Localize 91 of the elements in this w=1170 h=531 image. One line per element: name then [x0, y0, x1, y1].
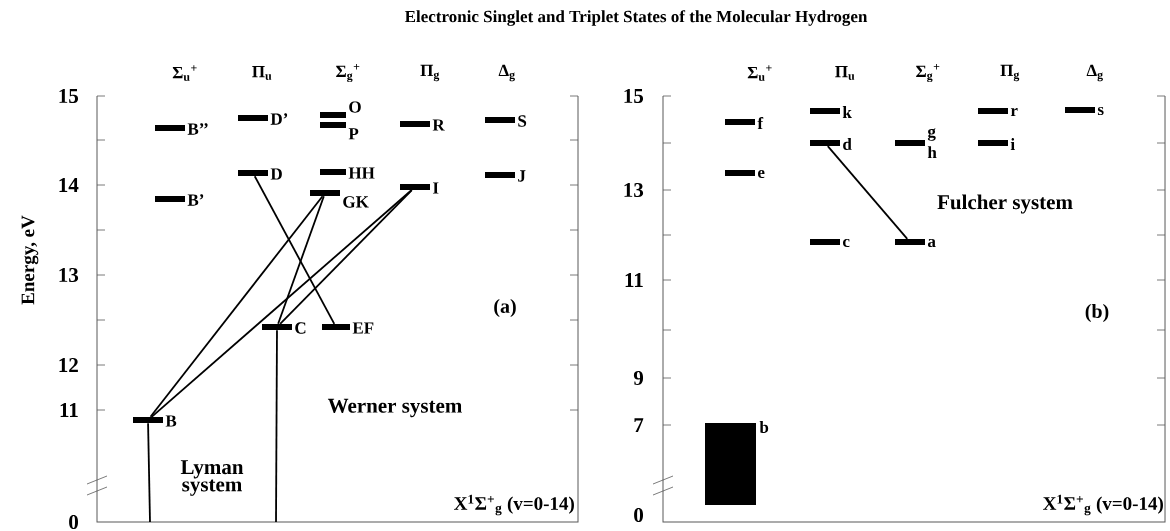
tick-label: 11	[60, 403, 78, 417]
tick-label: 0	[69, 514, 78, 530]
symmetry-label: Δ$_{g}$	[498, 64, 515, 82]
tick-label: 7	[634, 418, 644, 432]
symmetry-label: Σ$_{g}$+	[336, 63, 360, 83]
energy-level: s	[1065, 106, 1104, 116]
panel-label: (b)	[1085, 303, 1109, 323]
symmetry-label: Π$_{u}$	[835, 66, 855, 80]
system-label: Werner system	[327, 398, 462, 418]
node-label: C	[295, 322, 306, 334]
node-label: D	[270, 168, 282, 180]
energy-level: EF	[322, 322, 374, 334]
energy-level: P	[320, 122, 359, 140]
tick-label: 11	[625, 273, 643, 287]
energy-level: O	[320, 101, 361, 118]
energy-level: r	[978, 108, 1018, 117]
energy-level: e	[725, 169, 765, 179]
node-label: g	[927, 128, 936, 141]
tick-label: 9	[633, 370, 644, 386]
state-label: X$^{1}$Σ$^{+}$$_{g}$ (v=0-14)	[1043, 494, 1163, 516]
tick-label: 13	[59, 267, 79, 283]
node-label: f	[757, 117, 764, 129]
energy-level: D	[238, 168, 282, 180]
node-label: a	[927, 238, 936, 248]
panel-label: (a)	[494, 298, 516, 318]
node-label: B	[165, 415, 177, 427]
node-label: r	[1010, 107, 1018, 117]
energy-level: c	[810, 238, 850, 248]
node-label: B’’	[187, 123, 208, 135]
transition-line	[275, 329, 278, 523]
energy-level: a	[895, 238, 936, 248]
energy-level: d	[810, 138, 852, 150]
node-label: h	[927, 146, 937, 158]
system-label: Fulcher system	[937, 194, 1073, 214]
node-label: D’	[270, 113, 288, 125]
symmetry-label: Δ$_{g}$	[1086, 64, 1103, 82]
tick-label: 0	[634, 507, 643, 523]
node-label: i	[1010, 138, 1015, 150]
node-label: J	[518, 170, 526, 182]
transition-line	[826, 145, 909, 240]
energy-level: g h	[895, 128, 937, 158]
symmetry-label: Π$_{g}$	[420, 64, 440, 82]
node-label: B’	[187, 194, 204, 206]
tick-label: 12	[59, 358, 78, 372]
node-label: P	[348, 128, 359, 140]
energy-level: R	[400, 119, 445, 131]
tick-label: 15	[59, 88, 79, 104]
symmetry-label: Σ$_{u}$+	[172, 65, 197, 81]
node-label: e	[757, 169, 765, 179]
energy-level: GK	[310, 190, 369, 208]
transition-line	[279, 189, 413, 325]
energy-level: HH	[320, 167, 375, 179]
energy-level: I	[400, 182, 439, 194]
node-label: k	[842, 106, 852, 118]
energy-level: k	[810, 106, 852, 118]
energy-level: C	[262, 322, 306, 334]
symmetry-label: Σ$_{g}$+	[916, 63, 940, 83]
symmetry-label: Π$_{g}$	[1000, 64, 1020, 82]
transition-line	[253, 175, 336, 325]
transition-line	[277, 195, 325, 325]
title: Electronic Singlet and Triplet States of the Molecular Hydrogen	[404, 10, 868, 26]
node-label: d	[843, 138, 852, 150]
tick-label: 13	[624, 182, 644, 198]
state-label: X$^{1}$Σ$^{+}$$_{g}$ (v=0-14)	[454, 494, 574, 516]
energy-level: D’	[238, 113, 288, 125]
node-label: GK	[343, 196, 369, 208]
node-label: HH	[348, 167, 375, 179]
symmetry-label: Π$_{u}$	[252, 66, 272, 80]
tick-label: 14	[59, 178, 79, 192]
energy-level: i	[978, 138, 1015, 150]
node-label: b	[759, 421, 769, 433]
energy-level: B’	[155, 194, 204, 206]
energy-level: f	[725, 117, 764, 129]
node-label: O	[349, 101, 361, 113]
system-label: Lyman system	[180, 460, 244, 496]
energy-level: b	[705, 421, 769, 505]
energy-level: B	[133, 415, 177, 427]
symmetry-label: Σ$_{u}$+	[747, 65, 772, 81]
node-label: c	[842, 238, 850, 248]
node-label: s	[1097, 106, 1104, 116]
node-label: R	[432, 119, 445, 131]
node-label: S	[518, 115, 527, 127]
tick-label: 15	[624, 88, 644, 104]
transition-line	[149, 195, 324, 418]
node-label: I	[432, 182, 439, 194]
energy-level: B’’	[155, 123, 208, 135]
axis-title: Energy, eV	[21, 215, 39, 305]
energy-level: S	[485, 115, 527, 127]
node-label: EF	[352, 322, 374, 334]
transition-line	[147, 422, 151, 523]
energy-level: J	[485, 170, 526, 182]
